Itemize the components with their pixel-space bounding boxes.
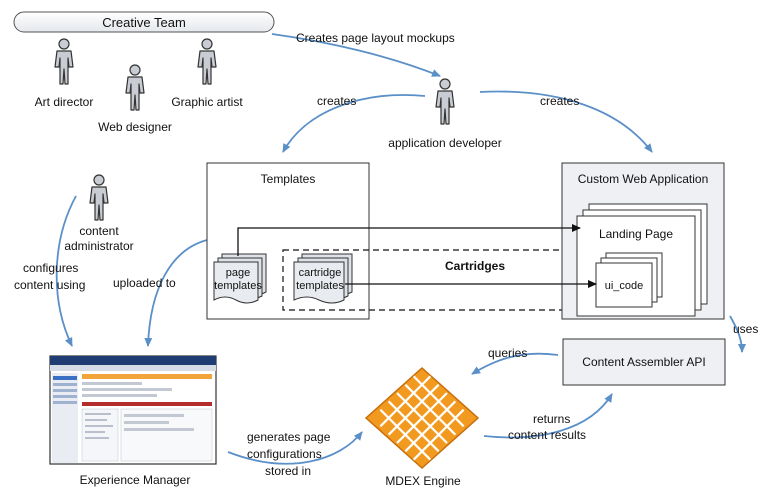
- graphic-artist-label: Graphic artist: [171, 95, 243, 109]
- web-designer-actor-icon: [125, 64, 145, 111]
- creates-right-label: creates: [540, 94, 579, 108]
- custom-web-application-title: Custom Web Application: [578, 172, 709, 186]
- ui-code-stack: [595, 252, 663, 308]
- configures-label-line1: configures: [23, 261, 78, 275]
- mdex-engine-logo-icon: [364, 366, 480, 470]
- page-templates-label-line1: page: [226, 267, 250, 279]
- content-administrator-label-line1: content: [79, 224, 119, 238]
- mdex-engine-label: MDEX Engine: [385, 474, 461, 488]
- creative-team-header: Creative Team: [13, 11, 275, 33]
- web-designer-label: Web designer: [98, 120, 172, 134]
- creates-webapp-arrow: [479, 90, 653, 153]
- creates-templates-arrow: [282, 94, 426, 153]
- content-assembler-api-label: Content Assembler API: [582, 355, 705, 369]
- returns-arrow: [483, 393, 613, 439]
- landing-page-label: Landing Page: [599, 227, 673, 241]
- cartridge-templates-label-line1: cartridge: [299, 267, 342, 279]
- uses-label: uses: [733, 322, 758, 336]
- queries-label: queries: [488, 346, 527, 360]
- page-templates-label-line2: templates: [214, 280, 262, 292]
- returns-label-line1: returns: [533, 412, 570, 426]
- generates-label-line1: generates page: [247, 430, 331, 444]
- mockups-label: Creates page layout mockups: [296, 31, 455, 45]
- configures-label-line2: content using: [14, 278, 85, 292]
- mdex-lattice-line: [379, 375, 432, 428]
- cartridge-templates-doc-icon: [293, 253, 353, 304]
- generates-label-line3: stored in: [265, 464, 311, 478]
- experience-manager-screenshot: [49, 355, 217, 465]
- uses-arrow: [729, 315, 746, 353]
- content-assembler-api-box: Content Assembler API: [562, 338, 726, 386]
- application-developer-actor-icon: [435, 78, 455, 125]
- art-director-label: Art director: [35, 95, 94, 109]
- cartridges-label: Cartridges: [445, 259, 505, 273]
- generates-label-line2: configurations: [247, 447, 322, 461]
- mockups-arrow: [271, 33, 441, 77]
- queries-arrow: [471, 352, 559, 375]
- templates-title: Templates: [261, 172, 316, 186]
- page-templates-to-landing-page-arrow: [237, 224, 581, 256]
- application-developer-label: application developer: [388, 136, 501, 150]
- page-templates-doc-icon: [213, 253, 267, 304]
- art-director-actor-icon: [54, 38, 74, 85]
- ui-code-label: ui_code: [605, 280, 644, 292]
- generates-arrow: [227, 431, 363, 465]
- uploaded-to-label: uploaded to: [113, 276, 176, 290]
- configures-arrow: [55, 195, 77, 347]
- experience-manager-label: Experience Manager: [80, 473, 191, 487]
- returns-label-line2: content results: [508, 428, 586, 442]
- uploaded-to-arrow: [144, 239, 208, 347]
- graphic-artist-actor-icon: [197, 38, 217, 85]
- cartridge-templates-label-line2: templates: [296, 280, 344, 292]
- creative-team-title: Creative Team: [102, 15, 186, 30]
- creates-left-label: creates: [317, 94, 356, 108]
- content-administrator-label-line2: administrator: [64, 239, 133, 253]
- content-administrator-actor-icon: [89, 174, 109, 221]
